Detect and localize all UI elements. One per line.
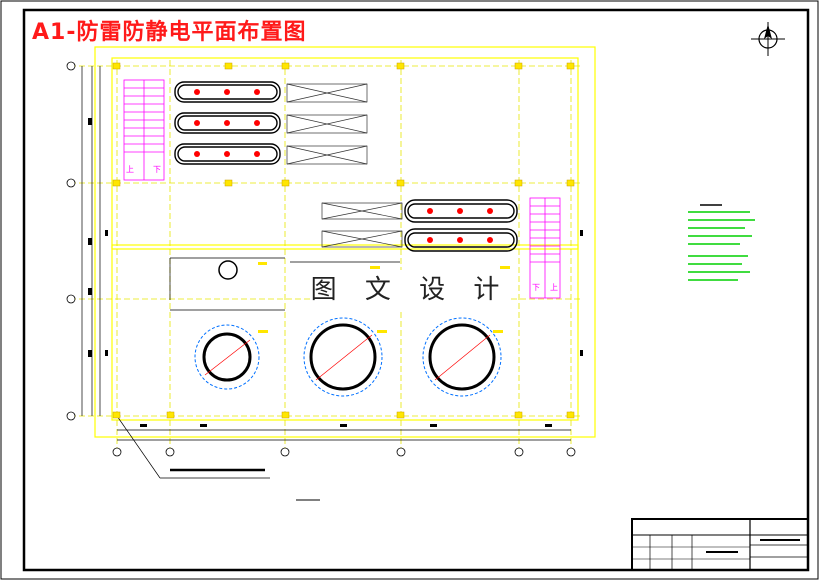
stair-right: [529, 197, 561, 299]
stair-right-down-label: 下: [532, 283, 540, 292]
grid-col-bubbles: [112, 447, 576, 457]
horizontal-vessels-right: [404, 199, 518, 252]
column-markers: [112, 62, 575, 419]
tank-tags: [258, 266, 510, 333]
inner-frame: [22, 8, 810, 572]
exchanger-boxes-top: [286, 83, 368, 165]
stair-left: [123, 79, 165, 181]
horizontal-vessels-top: [174, 81, 281, 165]
small-vessel: [218, 260, 238, 280]
wall-ticks: [88, 118, 583, 427]
drawing-title: A1-防雷防静电平面布置图: [32, 20, 307, 45]
small-vessel-tag: [258, 262, 267, 265]
storage-tank-3: [422, 317, 502, 397]
interior-walls: [169, 257, 400, 311]
stair-right-up-label: 上: [550, 283, 558, 292]
vessel-nodes-right: [427, 208, 493, 243]
watermark-text: 图 文 设 计: [310, 270, 510, 310]
stair-left-down-label: 下: [153, 165, 161, 174]
storage-tank-2: [303, 317, 383, 397]
vessel-nodes-top: [194, 89, 260, 157]
grid-axes: [70, 60, 580, 455]
exchanger-boxes-right: [321, 202, 403, 248]
storage-tank-1: [194, 324, 260, 390]
building-outline: [94, 46, 596, 438]
stair-left-up-label: 上: [126, 165, 134, 174]
north-arrow-icon: [751, 22, 785, 56]
design-notes: [688, 204, 755, 281]
title-block: [631, 518, 809, 571]
grid-row-bubbles: [66, 61, 76, 421]
